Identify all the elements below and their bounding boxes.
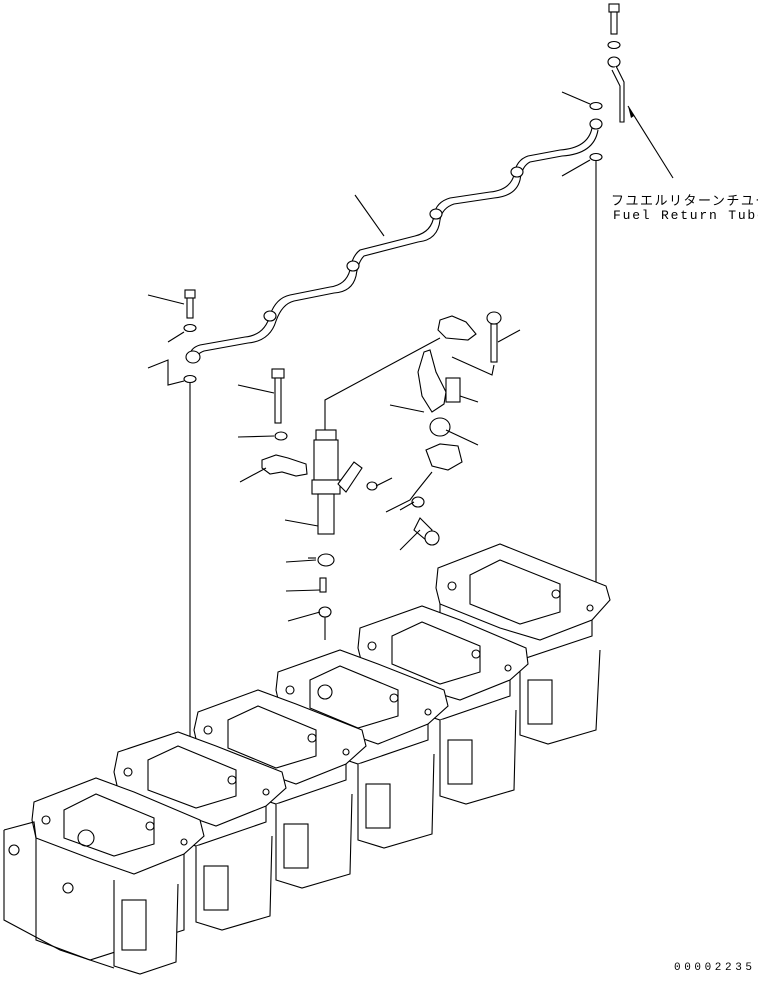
- fuel-return-tube-label-en: Fuel Return Tube: [613, 208, 758, 223]
- fuel-return-tube: [183, 3, 674, 845]
- cylinder-head-row: [3, 543, 611, 975]
- drawing-number: 00002235: [674, 962, 756, 974]
- leader-lines: [147, 91, 591, 622]
- cylinder-head-1: [3, 777, 205, 975]
- harness-assembly: [411, 311, 502, 546]
- cylinder-head-5: [357, 605, 529, 805]
- injector-assembly: [261, 337, 441, 640]
- cylinder-head-6: [435, 543, 611, 745]
- fuel-return-tube-label-jp: フユエルリターンチユーブ: [611, 194, 758, 209]
